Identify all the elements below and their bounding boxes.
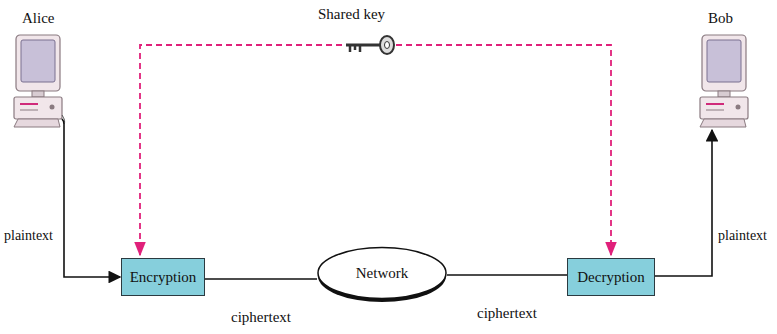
- key-icon: [346, 36, 394, 54]
- network-ellipse: Network: [317, 246, 447, 300]
- plaintext-flow: [64, 124, 120, 277]
- key-distribution-line: [396, 45, 611, 255]
- process-box: Encryption: [121, 258, 205, 296]
- ellipse-body: [318, 248, 446, 299]
- process-box: Decryption: [567, 258, 655, 296]
- plaintext-flow: [655, 130, 712, 276]
- edge-label: ciphertext: [475, 305, 539, 322]
- computer-icon: [700, 35, 748, 127]
- edge-label: ciphertext: [229, 309, 293, 326]
- node-label: Decryption: [577, 269, 644, 286]
- flow-label: plaintext: [718, 228, 767, 243]
- plaintext-flow: [62, 119, 64, 124]
- party-label: Shared key: [318, 6, 385, 23]
- party-label: Alice: [22, 10, 54, 27]
- flow-label: plaintext: [4, 228, 53, 243]
- connector: [205, 278, 317, 280]
- node-label: Encryption: [130, 269, 197, 286]
- key-distribution-line: [140, 45, 342, 255]
- node-label: Network: [356, 265, 409, 282]
- computer-icon: [14, 35, 65, 127]
- connector: [447, 274, 567, 276]
- party-label: Bob: [708, 10, 733, 27]
